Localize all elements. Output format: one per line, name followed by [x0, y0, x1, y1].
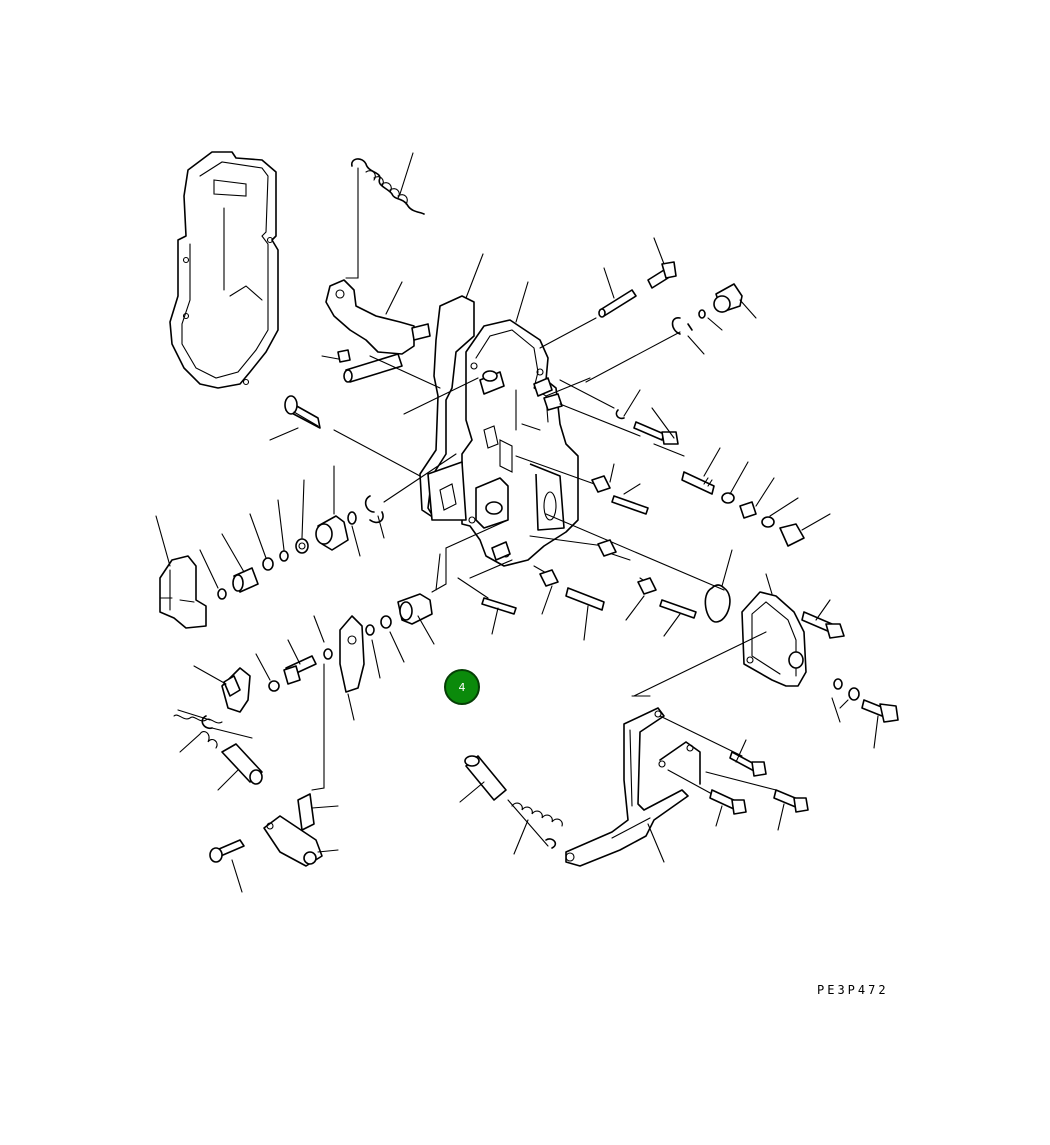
lower-pin-spring [459, 755, 563, 855]
pump-body-part [427, 281, 579, 567]
upper-right-parts [585, 237, 757, 383]
body-bolts [457, 389, 831, 641]
left-row-parts [155, 395, 385, 629]
tension-spring-part [345, 152, 425, 279]
leader-lines [333, 317, 725, 593]
right-cover-part [631, 573, 899, 749]
o-ring-part [704, 549, 733, 623]
callout-badge[interactable]: 4 [444, 669, 480, 705]
control-lever-part [321, 279, 431, 383]
middle-row-parts [255, 553, 441, 721]
lower-left-linkage [173, 663, 339, 893]
housing-cover-part [169, 151, 279, 389]
drawing-code: PE3P472 [817, 983, 889, 997]
lower-right-lever [565, 707, 809, 867]
